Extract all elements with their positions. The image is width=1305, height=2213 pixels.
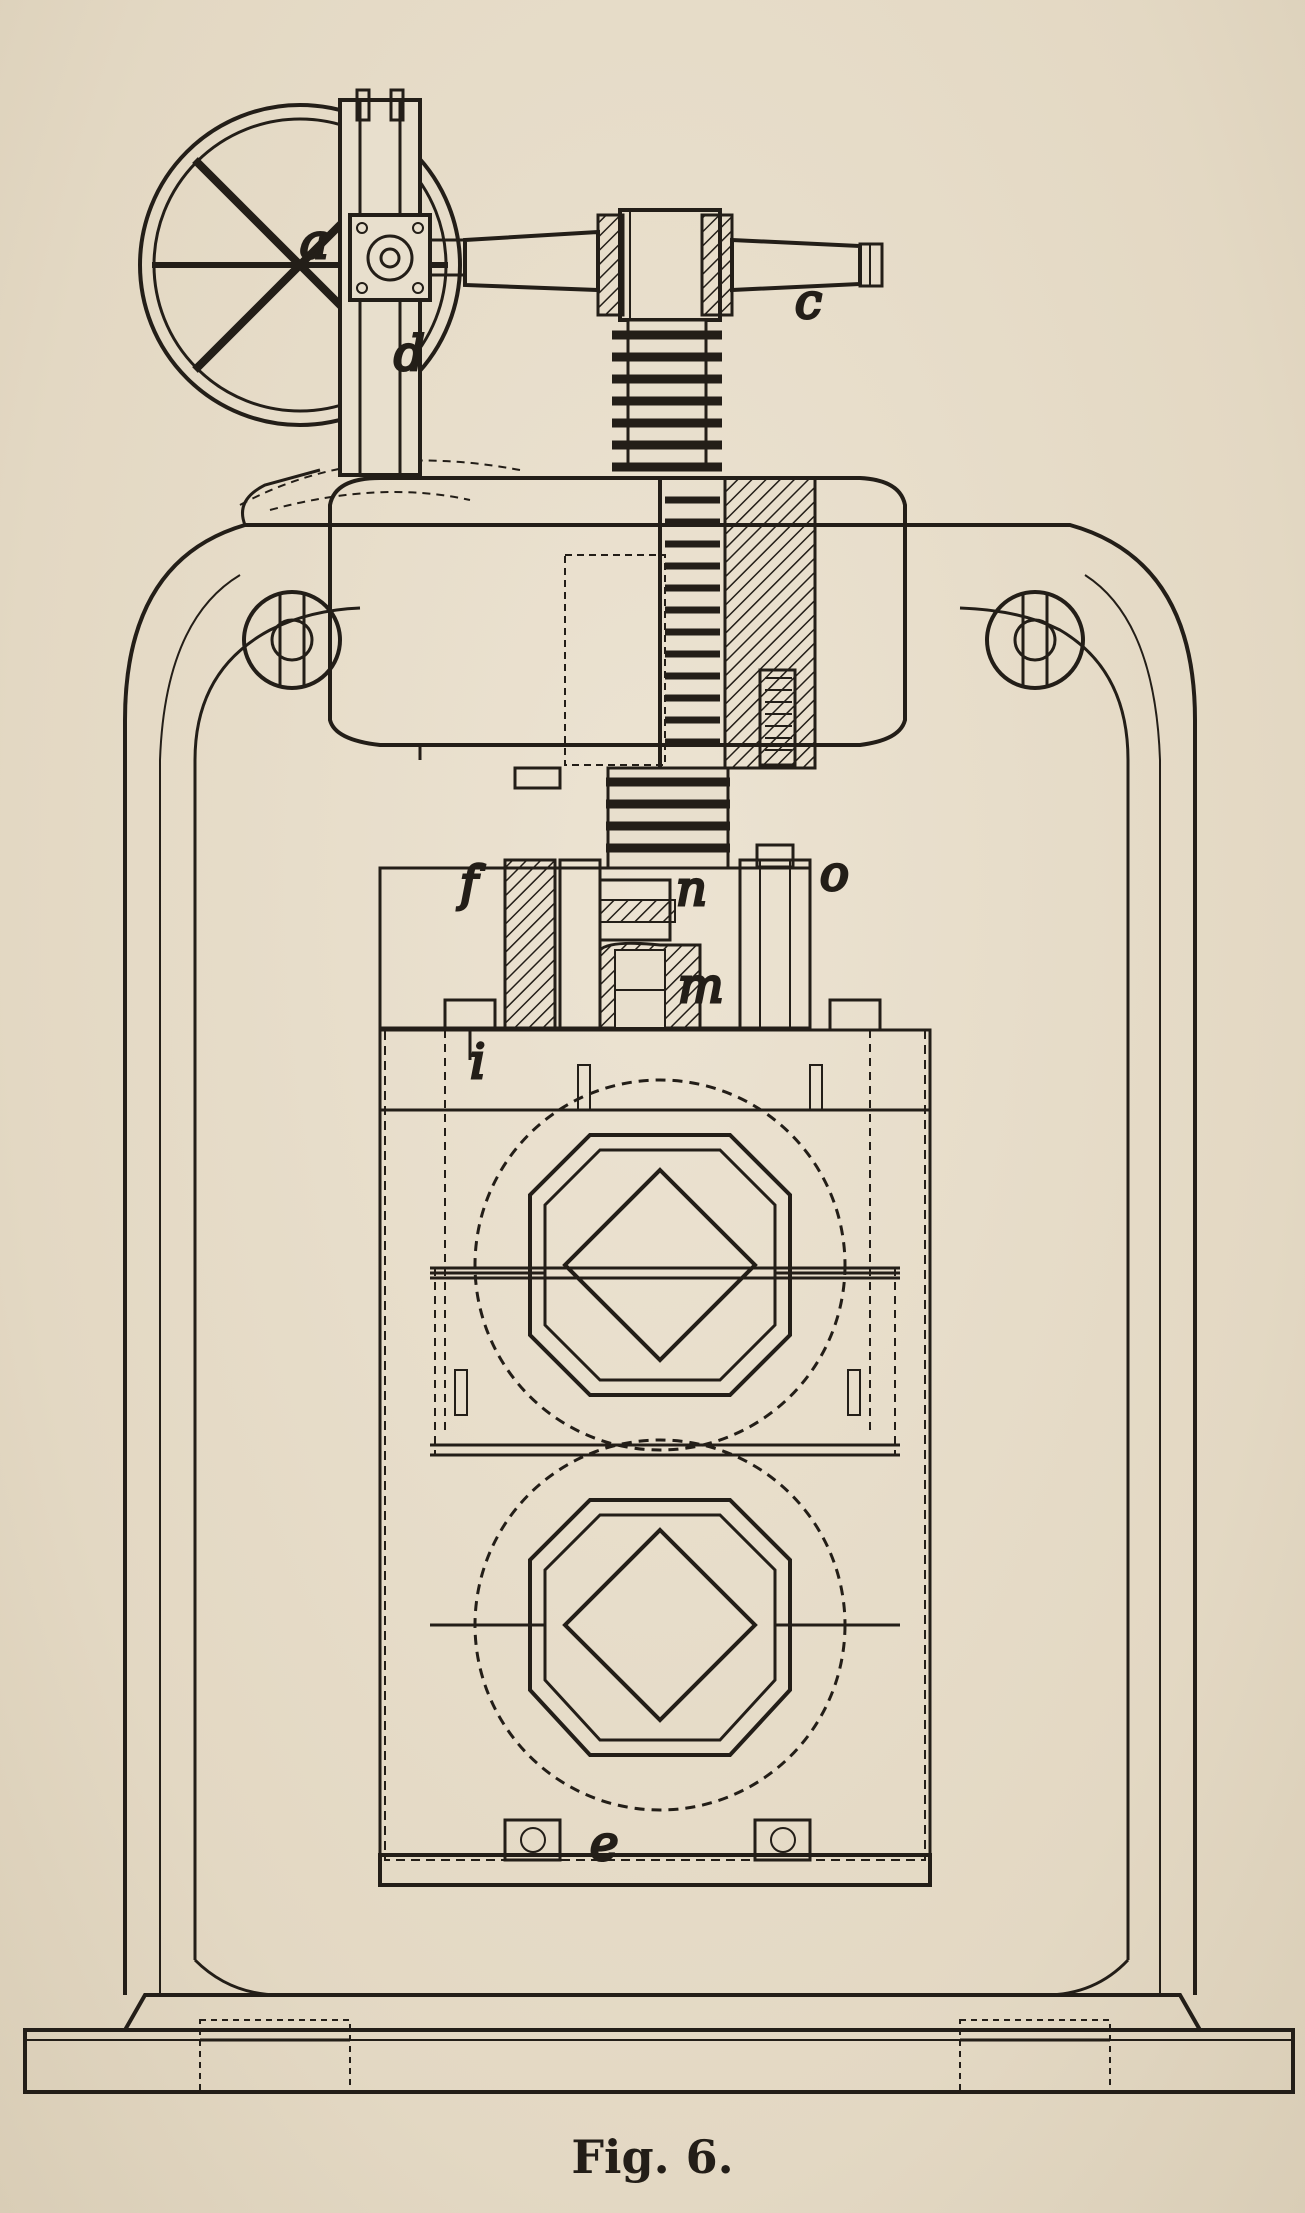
- bottom-bolts: [503, 1818, 812, 1862]
- figure-caption: Fig. 6.: [571, 2130, 734, 2184]
- roll-housing: [378, 1028, 932, 1887]
- label-c: c: [795, 274, 822, 330]
- label-d: d: [394, 326, 425, 382]
- label-f: f: [457, 856, 485, 912]
- upper-roll: [430, 1078, 900, 1452]
- lower-roll: [430, 1438, 900, 1812]
- frame: [123, 468, 1197, 1997]
- worm-gear-assembly: [463, 208, 884, 322]
- label-i: i: [470, 1034, 485, 1090]
- right-bolt-ring: [985, 590, 1085, 690]
- crown-casting: [239, 459, 907, 790]
- label-a: a: [300, 214, 329, 270]
- label-n: n: [676, 861, 707, 917]
- label-o: o: [820, 846, 849, 902]
- pressure-screw: [606, 318, 730, 870]
- label-e: e: [590, 1816, 618, 1872]
- hand-wheel: [138, 88, 467, 477]
- base-plate: [23, 1993, 1295, 2094]
- left-bolt-ring: [242, 590, 342, 690]
- label-m: m: [678, 958, 724, 1014]
- bearing-chock-assembly: [378, 843, 882, 1060]
